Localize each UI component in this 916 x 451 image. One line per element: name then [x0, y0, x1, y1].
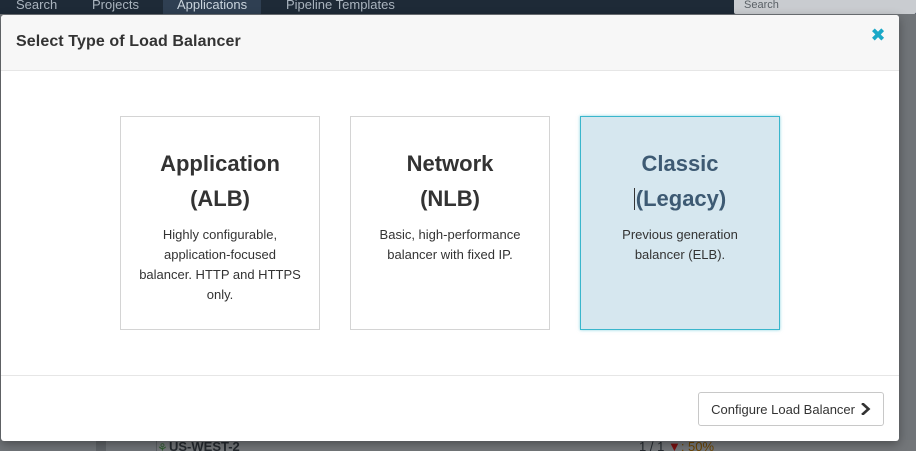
select-load-balancer-modal: Select Type of Load Balancer ✖ Applicati…	[1, 15, 899, 441]
card-description: Highly configurable, application-focused…	[139, 227, 301, 302]
nav-item-pipeline-templates[interactable]: Pipeline Templates	[286, 0, 395, 12]
chevron-right-icon	[861, 403, 871, 415]
load-balancer-card-classic[interactable]: Classic (Legacy) Previous generation bal…	[580, 116, 780, 330]
nav-item-projects[interactable]: Projects	[92, 0, 139, 12]
background-cluster-row: ⚘ US-WEST-2 1 / 1 ▼: 50%	[156, 440, 916, 451]
card-title: Application (ALB)	[160, 151, 280, 211]
load-balancer-card-network[interactable]: Network (NLB) Basic, high-performance ba…	[350, 116, 550, 330]
text-cursor	[633, 188, 635, 210]
card-description: Basic, high-performance balancer with fi…	[379, 227, 521, 262]
modal-footer: Configure Load Balancer	[1, 375, 899, 441]
configure-button-label: Configure Load Balancer	[711, 401, 855, 417]
region-label: US-WEST-2	[169, 440, 240, 451]
cluster-icon: ⚘	[157, 441, 168, 451]
close-icon[interactable]: ✖	[870, 25, 886, 45]
modal-header: Select Type of Load Balancer ✖	[1, 15, 899, 71]
global-search-input[interactable]: Search	[734, 0, 916, 14]
card-title: Classic (Legacy)	[633, 151, 727, 211]
nav-item-applications[interactable]: Applications	[163, 0, 262, 14]
card-description: Previous generation balancer (ELB).	[622, 227, 738, 262]
modal-title: Select Type of Load Balancer	[16, 33, 241, 50]
top-navigation-bar: Search Projects Applications Pipeline Te…	[0, 0, 916, 14]
configure-load-balancer-button[interactable]: Configure Load Balancer	[698, 392, 884, 426]
nav-item-search[interactable]: Search	[16, 0, 58, 12]
load-balancer-card-application[interactable]: Application (ALB) Highly configurable, a…	[120, 116, 320, 330]
card-title: Network (NLB)	[406, 151, 494, 211]
health-summary: 1 / 1 ▼: 50%	[639, 440, 715, 451]
background-sidebar	[96, 440, 106, 451]
